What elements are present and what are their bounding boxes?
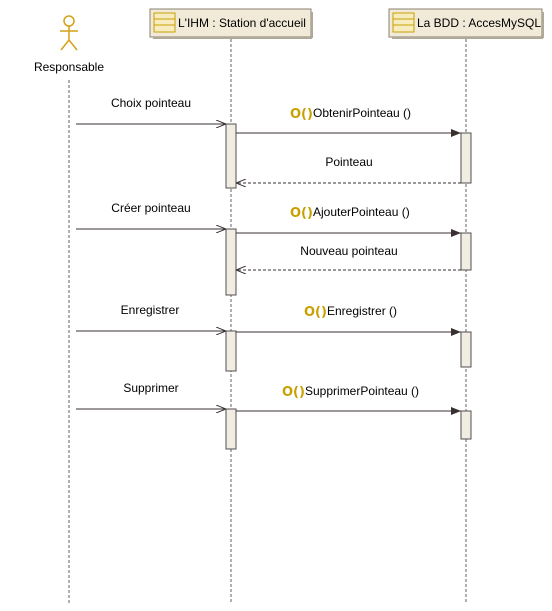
activation-bar	[225, 228, 237, 296]
participant-box	[149, 8, 312, 38]
operation-icon: O()	[290, 206, 313, 221]
message-group-2: Créer pointeau O() AjouterPointeau () No…	[76, 201, 461, 270]
operation-icon: O()	[304, 305, 327, 320]
operation-label: Enregistrer ()	[327, 304, 397, 318]
message-label: Créer pointeau	[111, 201, 190, 215]
participant-bdd: La BDD : AccesMySQL	[388, 8, 544, 39]
activation-bar	[225, 408, 237, 450]
message-group-3: Enregistrer O() Enregistrer ()	[76, 303, 461, 336]
message-label: Supprimer	[123, 381, 178, 395]
actor-label: Responsable	[34, 60, 104, 74]
return-label: Pointeau	[325, 155, 372, 169]
message-label: Enregistrer	[121, 303, 180, 317]
activation-bar	[460, 232, 472, 271]
message-group-4: Supprimer O() SupprimerPointeau ()	[76, 381, 461, 415]
activation-bar	[460, 331, 472, 368]
participant-ihm: L'IHM : Station d'accueil	[149, 8, 313, 39]
actor-stick-figure-icon	[60, 15, 78, 51]
actor-responsable: Responsable	[34, 15, 104, 74]
class-icon	[153, 12, 176, 33]
operation-icon: O()	[282, 385, 305, 400]
operation-icon: O()	[290, 107, 313, 122]
activation-bars	[225, 123, 472, 450]
return-label: Nouveau pointeau	[300, 244, 397, 258]
participant-label: L'IHM : Station d'accueil	[178, 16, 306, 30]
operation-label: SupprimerPointeau ()	[305, 384, 419, 398]
activation-bar	[225, 123, 237, 189]
activation-bar	[460, 132, 472, 184]
message-group-1: Choix pointeau O() ObtenirPointeau () Po…	[76, 96, 461, 183]
class-icon	[392, 12, 415, 33]
operation-label: AjouterPointeau ()	[313, 205, 410, 219]
activation-bar	[460, 410, 472, 440]
operation-label: ObtenirPointeau ()	[313, 106, 411, 120]
message-label: Choix pointeau	[111, 96, 191, 110]
activation-bar	[225, 330, 237, 372]
participant-label: La BDD : AccesMySQL	[417, 16, 541, 30]
